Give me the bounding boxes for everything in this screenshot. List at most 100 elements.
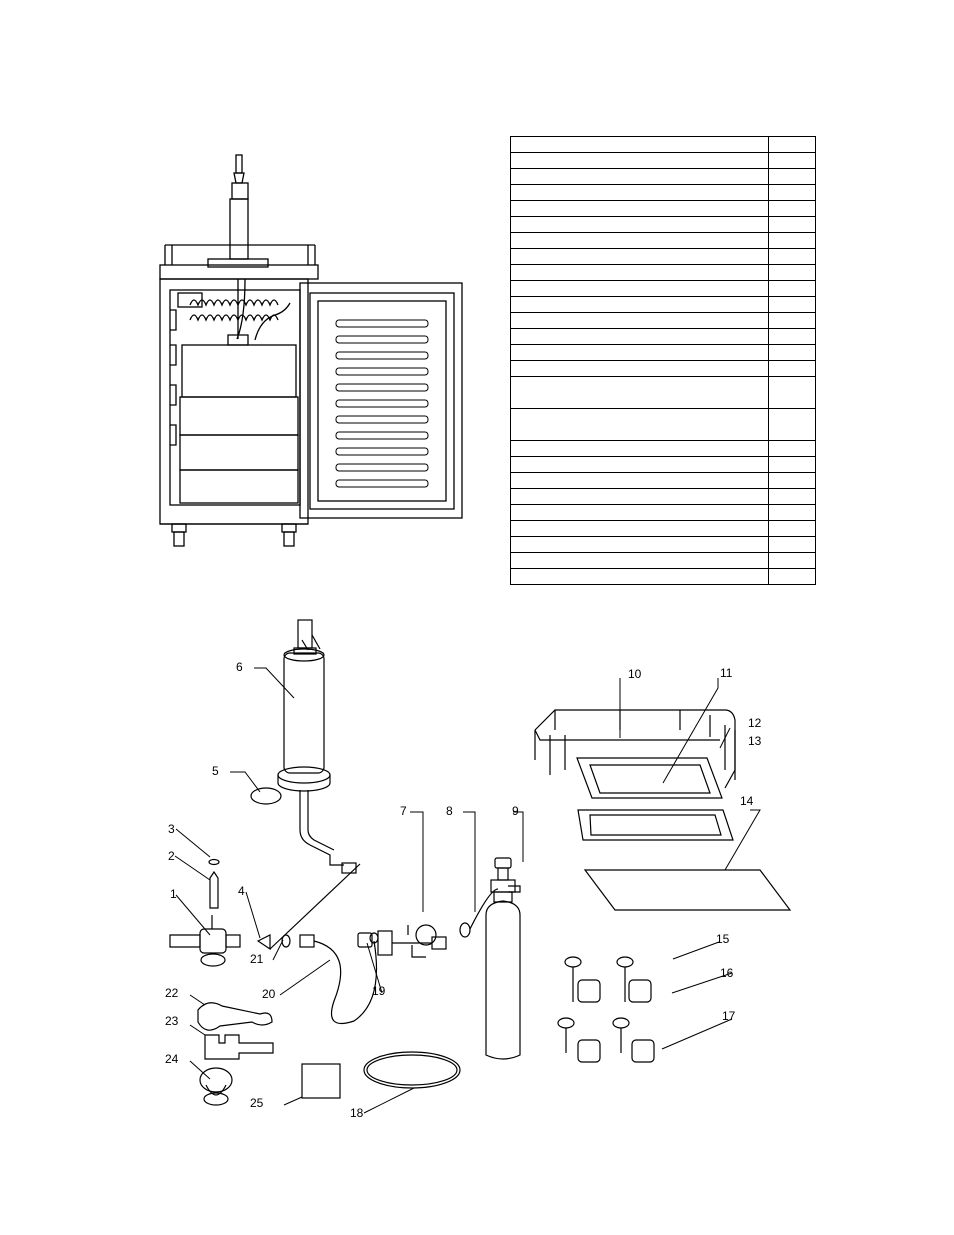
parts-table-row (509, 344, 816, 361)
parts-table-row (509, 568, 816, 585)
part-washer (208, 858, 220, 866)
part-qty-cell (768, 152, 816, 169)
parts-table-row (509, 216, 816, 233)
callout-co2-regulator: 7 (400, 804, 407, 818)
parts-table-row (509, 200, 816, 217)
part-qty-cell (768, 504, 816, 521)
callout-top-plate: 14 (740, 794, 754, 808)
part-name-cell (509, 536, 770, 553)
part-name-cell (509, 264, 770, 281)
part-drip-tray-grate (576, 757, 723, 799)
parts-table-row (509, 328, 816, 345)
part-casters (557, 956, 655, 1063)
cabinet-body (159, 278, 309, 525)
part-qty-cell (768, 328, 816, 345)
callout-coupler: 1 (170, 887, 177, 901)
part-name-cell (509, 552, 770, 569)
callout-hose-washer: 21 (250, 952, 264, 966)
part-name-cell (509, 360, 770, 377)
parts-table-row (509, 488, 816, 505)
caster-illustration-right (281, 523, 297, 547)
part-name-cell (509, 248, 770, 265)
part-qty-cell (768, 552, 816, 569)
part-name-cell (509, 312, 770, 329)
part-qty-cell (768, 520, 816, 537)
parts-table-row (509, 296, 816, 313)
part-qty-cell (768, 536, 816, 553)
part-cleaning-pad (301, 1063, 341, 1099)
part-qty-cell (768, 344, 816, 361)
callout-rail-fitting: 12 (748, 716, 762, 730)
callout-tower-gasket: 5 (212, 764, 219, 778)
parts-table-row (509, 440, 816, 457)
part-spanner-wrench (204, 1034, 274, 1060)
parts-table-row (509, 136, 816, 153)
part-qty-cell (768, 168, 816, 185)
part-air-hose-fitting (299, 934, 315, 948)
callout-tower-wrench: 22 (165, 986, 179, 1000)
part-name-cell (509, 232, 770, 249)
callout-door-gasket: 18 (350, 1106, 364, 1120)
part-name-cell (509, 520, 770, 537)
part-name-cell (509, 568, 770, 585)
part-qty-cell (768, 472, 816, 489)
callout-co2-cylinder: 9 (512, 804, 519, 818)
parts-list-table (509, 136, 816, 585)
part-name-cell (509, 376, 770, 409)
part-co2-regulator (377, 924, 447, 958)
part-qty-cell (768, 184, 816, 201)
part-beer-line-nut (256, 934, 271, 951)
part-drip-tray-frame (577, 809, 734, 841)
parts-table-row (509, 504, 816, 521)
tower-illustration (207, 154, 269, 268)
kegerator-front-view (159, 154, 463, 547)
callout-air-hose: 20 (262, 987, 276, 1001)
part-qty-cell (768, 232, 816, 249)
parts-table-row (509, 536, 816, 553)
part-name-cell (509, 504, 770, 521)
part-name-cell (509, 216, 770, 233)
parts-table-row (509, 472, 816, 489)
part-coupler (169, 915, 241, 967)
guard-rail-illustration (159, 244, 319, 280)
callout-regulator-washer: 8 (446, 804, 453, 818)
parts-table-row (509, 360, 816, 377)
parts-table-row (509, 312, 816, 329)
callout-caster-with-brake: 16 (720, 966, 734, 980)
parts-table-row (509, 168, 816, 185)
part-qty-cell (768, 312, 816, 329)
callout-caster: 17 (722, 1009, 736, 1023)
part-qty-cell (768, 440, 816, 457)
part-name-cell (509, 440, 770, 457)
parts-table-row (509, 152, 816, 169)
part-qty-cell (768, 280, 816, 297)
callout-beer-line-nut: 4 (238, 884, 245, 898)
part-qty-cell (768, 216, 816, 233)
part-qty-cell (768, 456, 816, 473)
part-tap-knob (199, 1067, 233, 1106)
callout-beer-tower: 6 (236, 660, 243, 674)
callout-probe: 2 (168, 849, 175, 863)
part-qty-cell (768, 264, 816, 281)
part-regulator-washer (459, 922, 471, 938)
parts-table-row (509, 520, 816, 537)
part-probe (209, 870, 219, 909)
part-name-cell (509, 152, 770, 169)
parts-table-row (509, 408, 816, 441)
part-co2-cylinder (469, 857, 521, 1060)
callout-cleaning-pad: 25 (250, 1096, 264, 1110)
callout-guard-rail: 10 (628, 667, 642, 681)
parts-table-row (509, 232, 816, 249)
parts-table-row (509, 184, 816, 201)
part-qty-cell (768, 248, 816, 265)
part-qty-cell (768, 296, 816, 313)
part-name-cell (509, 136, 770, 153)
callout-rail-fitting-screw: 13 (748, 734, 762, 748)
keg-illustration (179, 334, 299, 504)
parts-table-row (509, 376, 816, 409)
callout-spanner-wrench: 23 (165, 1014, 179, 1028)
part-top-plate (583, 869, 792, 911)
parts-table-row (509, 552, 816, 569)
part-qty-cell (768, 568, 816, 585)
part-door-gasket (363, 1051, 461, 1089)
